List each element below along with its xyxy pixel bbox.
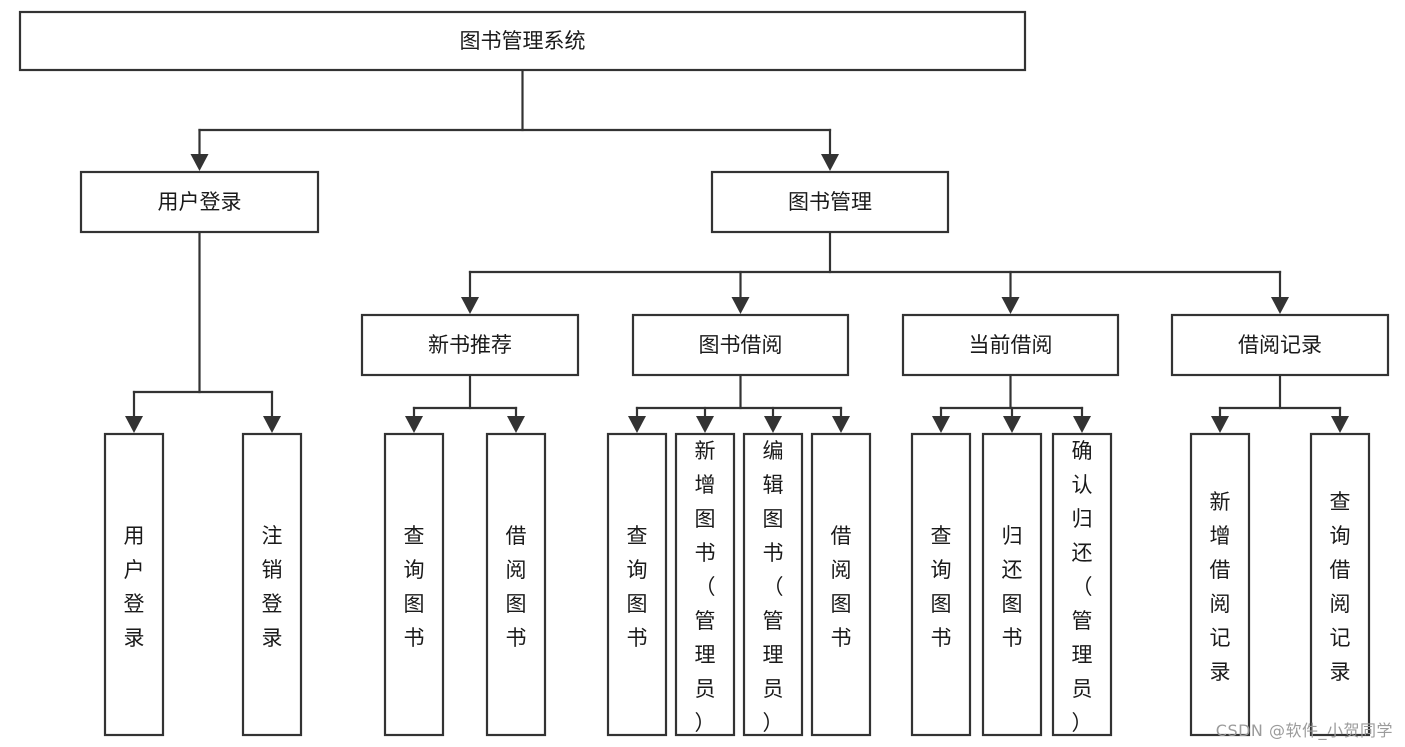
node-leaf-2[interactable]: 查询图书	[383, 432, 445, 737]
node-leaf-3[interactable]: 借阅图书	[485, 432, 547, 737]
node-level2-0-rect	[79, 170, 320, 234]
arrow-head-l3-2-2	[1073, 416, 1091, 433]
node-level2-0-label: 用户登录	[158, 190, 242, 214]
arrow-head-l3-3-1	[1331, 416, 1349, 433]
node-leaf-5-label: 新增图书（管理员）	[695, 439, 716, 735]
node-root-system-label: 图书管理系统	[460, 29, 586, 53]
node-leaf-9-label: 归还图书	[1002, 524, 1023, 650]
node-root-system[interactable]: 图书管理系统	[18, 10, 1027, 72]
node-level3-1-label: 图书借阅	[699, 333, 783, 357]
node-leaf-4-rect	[606, 432, 668, 737]
arrow-head-l3-2-1	[1003, 416, 1021, 433]
node-leaf-12[interactable]: 查询借阅记录	[1309, 432, 1371, 737]
node-leaf-8[interactable]: 查询图书	[910, 432, 972, 737]
node-leaf-0-rect	[103, 432, 165, 737]
node-level3-2[interactable]: 当前借阅	[901, 313, 1120, 377]
arrow-head-l3-1-0	[628, 416, 646, 433]
node-level3-3-label: 借阅记录	[1238, 333, 1322, 357]
arrow-head-l3-3-0	[1211, 416, 1229, 433]
node-leaf-10-label: 确认归还（管理员）	[1072, 439, 1093, 735]
node-leaf-11-rect	[1189, 432, 1251, 737]
node-leaf-4-label: 查询图书	[627, 524, 648, 650]
node-leaf-9[interactable]: 归还图书	[981, 432, 1043, 737]
node-leaf-12-label: 查询借阅记录	[1330, 490, 1351, 684]
arrow-head-book-mgmt-0	[461, 297, 479, 314]
node-layer: 图书管理系统用户登录图书管理新书推荐图书借阅当前借阅借阅记录用户登录注销登录查询…	[18, 10, 1390, 737]
arrow-head-l3-0-0	[405, 416, 423, 433]
node-leaf-1-label: 注销登录	[262, 524, 283, 650]
arrow-head-l3-1-1	[696, 416, 714, 433]
node-leaf-10-rect	[1051, 432, 1113, 737]
arrow-head-root-1	[821, 154, 839, 171]
node-leaf-5-rect	[674, 432, 736, 737]
arrow-head-root-0	[190, 154, 209, 171]
arrow-head-book-mgmt-2	[1001, 297, 1020, 314]
node-leaf-11[interactable]: 新增借阅记录	[1189, 432, 1251, 737]
arrow-head-l3-1-3	[832, 416, 850, 433]
node-leaf-5[interactable]: 新增图书（管理员）	[674, 432, 736, 737]
node-leaf-11-label: 新增借阅记录	[1210, 490, 1231, 684]
node-leaf-1-rect	[241, 432, 303, 737]
node-level3-3[interactable]: 借阅记录	[1170, 313, 1390, 377]
node-leaf-4[interactable]: 查询图书	[606, 432, 668, 737]
node-level3-1[interactable]: 图书借阅	[631, 313, 850, 377]
node-leaf-6[interactable]: 编辑图书（管理员）	[742, 432, 804, 737]
arrow-head-l3-0-1	[507, 416, 525, 433]
node-level2-1[interactable]: 图书管理	[710, 170, 950, 234]
node-leaf-9-rect	[981, 432, 1043, 737]
node-leaf-7-rect	[810, 432, 872, 737]
node-level3-0-label: 新书推荐	[428, 333, 512, 357]
arrow-head-book-mgmt-1	[731, 297, 750, 314]
node-leaf-7-label: 借阅图书	[831, 524, 852, 650]
connector-layer	[125, 68, 1349, 433]
node-leaf-2-rect	[383, 432, 445, 737]
node-leaf-0[interactable]: 用户登录	[103, 432, 165, 737]
node-level2-1-rect	[710, 170, 950, 234]
node-level3-1-rect	[631, 313, 850, 377]
arrow-head-l3-1-2	[764, 416, 782, 433]
arrow-head-book-mgmt-3	[1271, 297, 1289, 314]
node-level3-0[interactable]: 新书推荐	[360, 313, 580, 377]
node-leaf-12-rect	[1309, 432, 1371, 737]
arrow-head-user-login-0	[125, 416, 143, 433]
node-leaf-6-rect	[742, 432, 804, 737]
node-leaf-1[interactable]: 注销登录	[241, 432, 303, 737]
node-leaf-0-label: 用户登录	[124, 524, 145, 650]
node-level3-3-rect	[1170, 313, 1390, 377]
node-leaf-3-label: 借阅图书	[506, 524, 527, 650]
node-leaf-10[interactable]: 确认归还（管理员）	[1051, 432, 1113, 737]
node-leaf-6-label: 编辑图书（管理员）	[763, 439, 784, 735]
node-level3-2-label: 当前借阅	[969, 333, 1053, 357]
node-leaf-8-rect	[910, 432, 972, 737]
node-level2-1-label: 图书管理	[788, 190, 872, 214]
node-leaf-3-rect	[485, 432, 547, 737]
node-leaf-7[interactable]: 借阅图书	[810, 432, 872, 737]
node-leaf-2-label: 查询图书	[404, 524, 425, 650]
arrow-head-user-login-1	[263, 416, 281, 433]
arrow-head-l3-2-0	[932, 416, 950, 433]
node-level3-0-rect	[360, 313, 580, 377]
node-root-system-rect	[18, 10, 1027, 72]
node-level2-0[interactable]: 用户登录	[79, 170, 320, 234]
node-level3-2-rect	[901, 313, 1120, 377]
node-leaf-8-label: 查询图书	[931, 524, 952, 650]
csdn-watermark: CSDN @软件_小贺同学	[1215, 721, 1393, 740]
